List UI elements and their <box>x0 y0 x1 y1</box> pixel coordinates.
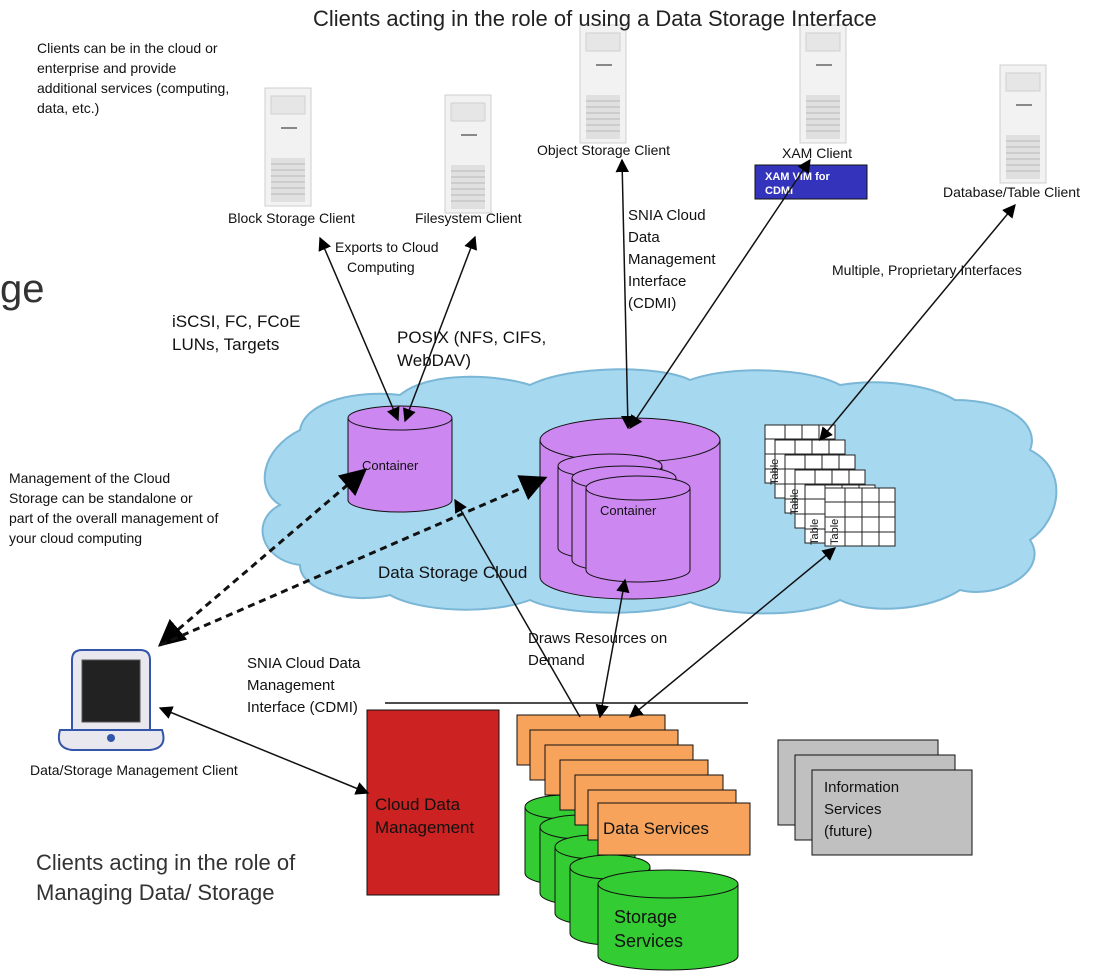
filesystem-client-label: Filesystem Client <box>415 210 522 226</box>
arrow-block-to-container <box>318 236 400 422</box>
cdmi-bottom-line1: SNIA Cloud Data <box>247 655 361 672</box>
info-services-line3: (future) <box>824 823 872 840</box>
iscsi-label-line2: LUNs, Targets <box>172 335 279 354</box>
laptop-icon <box>57 649 165 751</box>
object-client-label: Object Storage Client <box>537 142 670 158</box>
exports-label-line2: Computing <box>347 259 415 275</box>
left-edge-fragment: ge <box>0 267 45 311</box>
posix-label-line2: WebDAV) <box>397 351 471 370</box>
draws-label-line1: Draws Resources on <box>528 630 667 647</box>
cdmi-top-line3: Management <box>628 251 716 268</box>
table-label-2: Table <box>789 489 801 515</box>
database-client-server-icon <box>999 64 1047 184</box>
database-client-label: Database/Table Client <box>943 184 1080 200</box>
xam-client-label: XAM Client <box>782 145 852 161</box>
table-stack: Table Table Table Table <box>764 424 896 547</box>
clients-location-note: Clients can be in the cloud or enterpris… <box>37 40 230 116</box>
arrow-database-to-tables <box>819 203 1016 442</box>
arrow-services-to-left-container <box>454 498 581 718</box>
arrow-services-to-stack <box>595 578 630 719</box>
cdmi-top-line1: SNIA Cloud <box>628 207 706 224</box>
diagram-title: Clients acting in the role of using a Da… <box>313 6 877 31</box>
info-services-line1: Information <box>824 779 899 796</box>
container-stack: Container <box>539 417 721 600</box>
proprietary-label: Multiple, Proprietary Interfaces <box>832 262 1022 278</box>
data-services-stack: Data Services <box>516 714 751 856</box>
iscsi-label-line1: iSCSI, FC, FCoE <box>172 312 300 331</box>
exports-label-line1: Exports to Cloud <box>335 239 439 255</box>
container-left-label: Container <box>362 458 419 473</box>
data-services-label: Data Services <box>603 819 709 838</box>
xam-client-server-icon <box>799 24 847 144</box>
cloud-data-mgmt-line2: Management <box>375 818 475 837</box>
management-note: Management of the Cloud Storage can be s… <box>9 470 219 546</box>
container-left: Container <box>347 405 453 513</box>
managing-role-note: Clients acting in the role of Managing D… <box>36 850 296 905</box>
table-label-3: Table <box>809 519 821 545</box>
draws-label-line2: Demand <box>528 652 585 669</box>
block-client-label: Block Storage Client <box>228 210 355 226</box>
arrow-filesystem-to-container <box>403 235 477 423</box>
cdmi-top-line2: Data <box>628 229 660 246</box>
storage-services-line1: Storage <box>614 907 677 927</box>
block-client-server-icon <box>264 87 312 207</box>
dashed-arrow-to-stack <box>159 475 548 647</box>
posix-label-line1: POSIX (NFS, CIFS, <box>397 328 546 347</box>
container-stack-label: Container <box>600 503 657 518</box>
info-services-line2: Services <box>824 801 882 818</box>
data-storage-cloud-label: Data Storage Cloud <box>378 563 527 582</box>
table-label-1: Table <box>769 459 781 485</box>
cdmi-bottom-line2: Management <box>247 677 335 694</box>
arrow-laptop-to-management <box>158 706 370 795</box>
cdmi-top-line4: Interface <box>628 273 686 290</box>
cloud-data-management-box <box>366 709 500 896</box>
arrow-xam-to-container <box>629 158 811 430</box>
information-services-stack: Information Services (future) <box>777 739 973 856</box>
storage-services-stack: Storage Services <box>524 794 739 971</box>
storage-services-line2: Services <box>614 931 683 951</box>
cloud-data-mgmt-line1: Cloud Data <box>375 795 461 814</box>
arrow-object-to-container <box>615 158 635 430</box>
cdmi-top-line5: (CDMI) <box>628 295 676 312</box>
dashed-arrow-to-container <box>157 468 368 647</box>
filesystem-client-server-icon <box>444 94 492 214</box>
cdmi-bottom-line3: Interface (CDMI) <box>247 699 358 716</box>
management-client-label: Data/Storage Management Client <box>30 762 238 778</box>
table-label-4: Table <box>829 519 841 545</box>
arrow-services-to-tables <box>628 547 837 718</box>
object-client-server-icon <box>579 24 627 144</box>
